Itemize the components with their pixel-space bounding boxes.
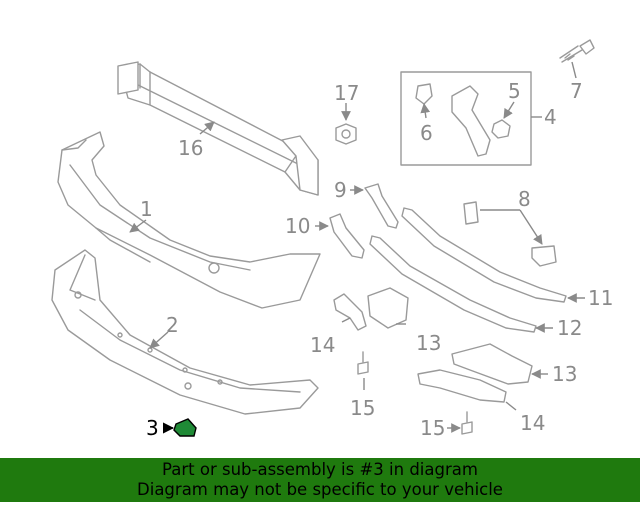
- part-1-bumper-cover: [57, 131, 321, 309]
- callout-2: 2: [166, 313, 179, 337]
- part-14-bracket-b: [417, 369, 517, 411]
- callout-1: 1: [140, 197, 153, 221]
- banner-line-2: Diagram may not be specific to your vehi…: [137, 480, 503, 499]
- callout-11: 11: [588, 286, 613, 310]
- callout-3: 3: [146, 416, 159, 440]
- callout-14-b: 14: [520, 411, 545, 435]
- callout-13-b: 13: [552, 362, 577, 386]
- part-4-bracket-kit: [400, 71, 542, 166]
- parts-diagram: 1 2 3 4 5 6 7 8 9 10 11 12 13 13 14 14 1…: [51, 39, 613, 440]
- callout-14-a: 14: [310, 333, 335, 357]
- part-10-bracket: [315, 213, 365, 259]
- part-15-bolt-b: [447, 411, 473, 435]
- part-14-bracket-a: [333, 293, 367, 331]
- part-13-bracket-b: [451, 343, 548, 385]
- part-11-strip: [401, 207, 585, 303]
- part-15-bolt-a: [357, 351, 369, 390]
- part-9-bracket: [350, 183, 399, 229]
- callout-13-a: 13: [416, 331, 441, 355]
- callout-5: 5: [508, 79, 521, 103]
- part-7-bolt: [559, 39, 595, 63]
- callout-4: 4: [544, 105, 557, 129]
- part-16-bumper-reinforcement: [117, 61, 319, 196]
- part-12-strip: [369, 235, 553, 333]
- callout-8: 8: [518, 187, 531, 211]
- callout-12: 12: [557, 316, 582, 340]
- part-8-retainers: [463, 201, 557, 267]
- callout-17: 17: [334, 81, 359, 105]
- part-3-tow-hook-cover: [162, 418, 197, 437]
- callout-15-a: 15: [350, 396, 375, 420]
- callout-16: 16: [178, 136, 203, 160]
- banner-line-1: Part or sub-assembly is #3 in diagram: [162, 460, 478, 479]
- part-17-nut: [335, 103, 357, 145]
- callout-10: 10: [285, 214, 310, 238]
- callout-9: 9: [334, 178, 347, 202]
- callout-7: 7: [570, 79, 583, 103]
- part-13-bracket-a: [367, 287, 409, 329]
- info-banner: Part or sub-assembly is #3 in diagram Di…: [0, 458, 640, 502]
- callout-6: 6: [420, 121, 433, 145]
- callout-15-b: 15: [420, 416, 445, 440]
- part-2-lower-valance: [51, 249, 319, 415]
